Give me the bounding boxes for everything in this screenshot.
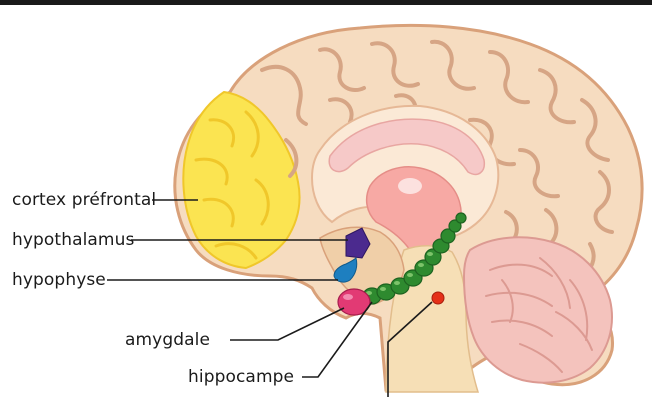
- thalamus-highlight: [398, 178, 422, 194]
- label-amygdale: amygdale: [125, 330, 210, 350]
- label-hippocampe: hippocampe: [188, 367, 294, 387]
- label-hypothalamus: hypothalamus: [12, 230, 134, 250]
- amygdale-highlight: [343, 294, 353, 300]
- red-dot-marker: [432, 292, 444, 304]
- label-cortex-prefrontal: cortex préfrontal: [12, 190, 156, 210]
- leader-line-amygdale: [230, 308, 344, 340]
- label-hypophyse: hypophyse: [12, 270, 106, 290]
